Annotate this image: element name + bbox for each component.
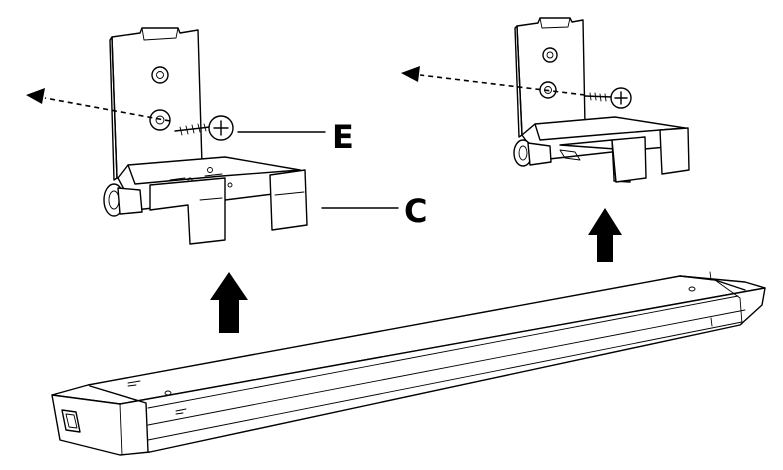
direction-arrow-icon [26,88,171,122]
screw-icon [584,87,632,109]
callout-label-c: C [404,192,427,230]
callout-e: E [237,118,354,156]
direction-arrow-icon [401,66,586,96]
callout-label-e: E [332,118,354,156]
soundbar-icon [51,271,766,456]
callout-c: C [321,192,427,230]
up-arrow-icon [588,208,622,262]
left-bracket [103,27,308,245]
up-arrow-icon [210,272,248,333]
right-bracket [513,17,690,183]
screw-icon [174,115,234,141]
